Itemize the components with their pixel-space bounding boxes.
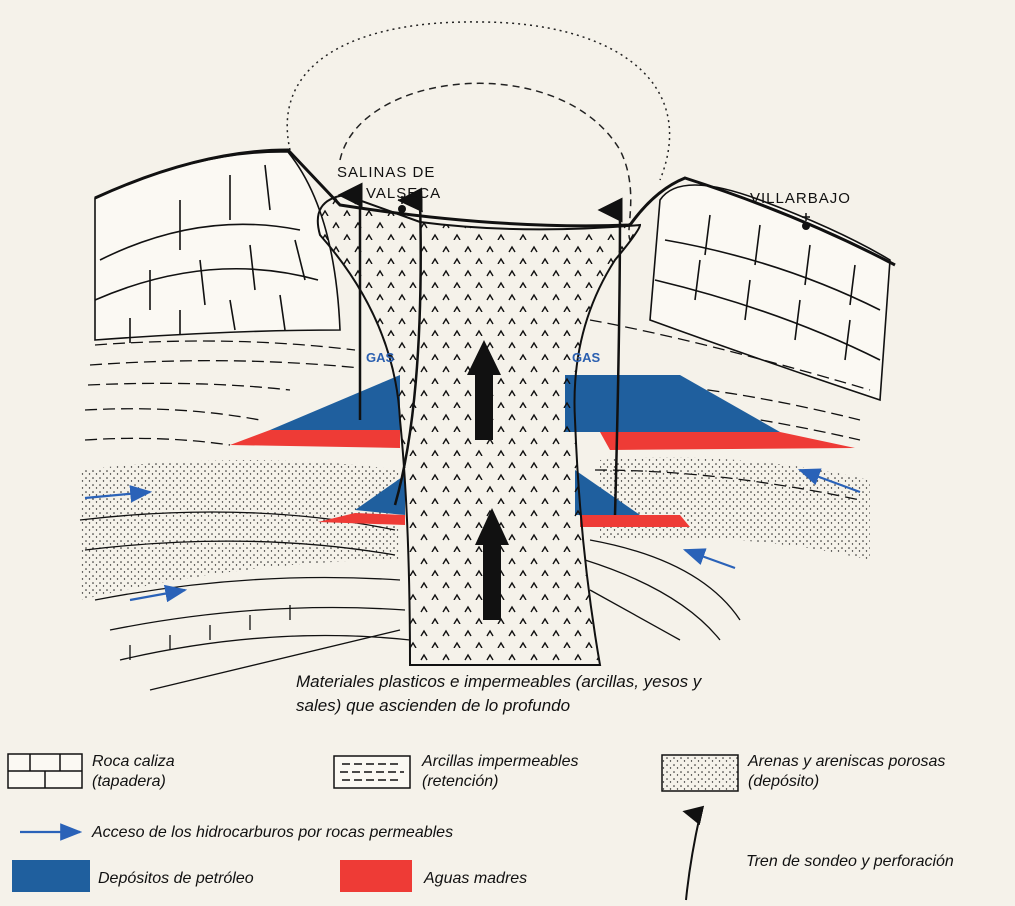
- right-sand-layer: [600, 458, 870, 561]
- legend-clay-line1: Arcillas impermeables: [422, 752, 579, 772]
- legend-sand-line1: Arenas y areniscas porosas: [748, 752, 945, 772]
- core-caption: Materiales plasticos e impermeables (arc…: [296, 670, 701, 718]
- legend-label-access: Acceso de los hidrocarburos por rocas pe…: [92, 823, 453, 843]
- legend-swatch-water: [340, 860, 412, 892]
- dome-former-outline: [287, 22, 669, 180]
- right-lower-water: [580, 515, 690, 527]
- place-label-salinas: SALINAS DE: [337, 164, 435, 181]
- right-upper-water: [600, 432, 855, 450]
- gas-label-left: GAS: [366, 350, 395, 365]
- right-limestone-layer: [650, 185, 890, 400]
- legend-label-sand: Arenas y areniscas porosas (depósito): [748, 752, 945, 792]
- legend-swatch-clay: [334, 756, 410, 788]
- legend-limestone-line2: (tapadera): [92, 772, 175, 792]
- gas-label-right: GAS: [572, 350, 601, 365]
- core-caption-line1: Materiales plasticos e impermeables (arc…: [296, 670, 701, 694]
- left-upper-water: [230, 430, 400, 448]
- legend-sand-line2: (depósito): [748, 772, 945, 792]
- right-upper-oil: [565, 375, 780, 432]
- legend-label-limestone: Roca caliza (tapadera): [92, 752, 175, 792]
- legend-label-oil: Depósitos de petróleo: [98, 869, 254, 889]
- legend-label-clay: Arcillas impermeables (retención): [422, 752, 579, 792]
- left-upper-oil: [270, 375, 400, 430]
- place-label-villarbajo: VILLARBAJO: [750, 190, 851, 207]
- legend-label-water: Aguas madres: [424, 869, 527, 889]
- legend-drill-arrow: [686, 815, 700, 900]
- right-lower-strata: [585, 540, 740, 640]
- place-label-valseca-line: VALSECA: [366, 185, 441, 202]
- left-sand-layer: [80, 460, 400, 600]
- left-limestone-layer: [95, 152, 340, 343]
- legend-limestone-line1: Roca caliza: [92, 752, 175, 772]
- legend-label-drill: Tren de sondeo y perforación: [746, 852, 954, 872]
- legend-swatch-sand: [662, 755, 738, 791]
- core-caption-line2: sales) que ascienden de lo profundo: [296, 694, 701, 718]
- legend-swatch-oil: [12, 860, 90, 892]
- legend-swatch-limestone: [8, 754, 82, 788]
- legend-clay-line2: (retención): [422, 772, 579, 792]
